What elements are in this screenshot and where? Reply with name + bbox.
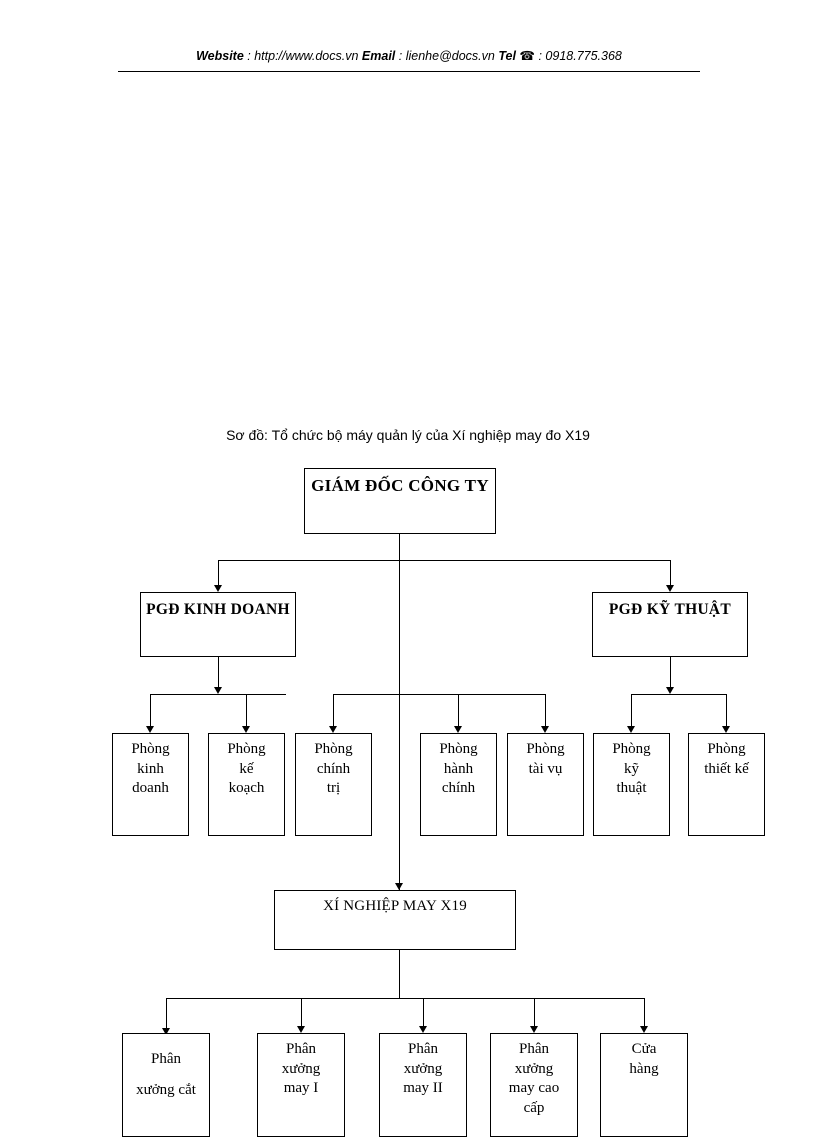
node-workshop-may-2-label: Phân xưởng may II: [403, 1041, 443, 1096]
node-store-label: Cửa hàng: [629, 1041, 659, 1077]
drop-line-workshop-4: [534, 998, 535, 1026]
drop-line-deputy-right: [670, 560, 671, 585]
drop-arrow-workshop-3: [418, 1026, 427, 1033]
node-deputy-business-label: PGĐ KINH DOANH: [146, 601, 290, 618]
node-deputy-technical-label: PGĐ KỸ THUẬT: [608, 601, 732, 618]
node-dept-hanh-chinh[interactable]: Phòng hành chính: [420, 733, 497, 836]
drop-line-dept-7: [726, 694, 727, 726]
node-director-label: GIÁM ĐỐC CÔNG TY: [311, 476, 489, 495]
website-separator: :: [243, 49, 255, 63]
drop-arrow-dept-4: [453, 726, 462, 733]
bus-line-center-depts: [333, 694, 545, 695]
drop-arrow-deputy-right: [665, 585, 674, 592]
node-factory-label: XÍ NGHIỆP MAY X19: [323, 898, 467, 914]
node-dept-chinh-tri-label: Phòng chính trị: [314, 741, 353, 796]
node-workshop-may-1[interactable]: Phân xưởng may I: [257, 1033, 345, 1137]
drop-line-workshop-2: [301, 998, 302, 1026]
drop-line-workshop-3: [423, 998, 424, 1026]
tel-label: Tel: [498, 49, 516, 63]
header-divider: [118, 71, 700, 72]
node-dept-chinh-tri[interactable]: Phòng chính trị: [295, 733, 372, 836]
node-dept-hanh-chinh-label: Phòng hành chính: [439, 741, 478, 796]
drop-line-dept-4: [458, 694, 459, 726]
node-dept-thiet-ke-label: Phòng thiết kế: [704, 741, 749, 777]
email-separator: :: [395, 49, 406, 63]
bus-line-deputies: [218, 560, 670, 561]
node-workshop-may-cao-cap[interactable]: Phân xưởng may cao cấp: [490, 1033, 578, 1137]
drop-arrow-workshop-1: [161, 1028, 170, 1035]
drop-arrow-deputy-left: [213, 585, 222, 592]
stem-arrow-deputy-left: [213, 687, 222, 694]
trunk-arrow-factory: [394, 883, 403, 890]
node-dept-thiet-ke[interactable]: Phòng thiết kế: [688, 733, 765, 836]
node-workshop-cat-label: Phân xưởng cắt: [136, 1051, 196, 1098]
node-workshop-may-1-label: Phân xưởng may I: [281, 1041, 321, 1096]
drop-line-dept-5: [545, 694, 546, 726]
node-director[interactable]: GIÁM ĐỐC CÔNG TY: [304, 468, 496, 534]
drop-arrow-workshop-2: [296, 1026, 305, 1033]
drop-line-dept-6: [631, 694, 632, 726]
node-workshop-may-2[interactable]: Phân xưởng may II: [379, 1033, 467, 1137]
website-label: Website: [196, 49, 244, 63]
website-url: http://www.docs.vn: [254, 49, 359, 63]
stem-arrow-deputy-right: [665, 687, 674, 694]
drop-arrow-dept-3: [328, 726, 337, 733]
node-workshop-may-cao-cap-label: Phân xưởng may cao cấp: [508, 1041, 560, 1116]
node-workshop-cat[interactable]: Phân xưởng cắt: [122, 1033, 210, 1137]
trunk-line-director-to-factory: [399, 534, 400, 890]
bus-line-workshops: [166, 998, 644, 999]
drop-arrow-dept-1: [145, 726, 154, 733]
email-label: Email: [361, 49, 396, 63]
drop-arrow-dept-7: [721, 726, 730, 733]
drop-arrow-workshop-5: [639, 1026, 648, 1033]
stem-line-deputy-right: [670, 657, 671, 687]
tel-separator: :: [535, 49, 546, 63]
node-factory[interactable]: XÍ NGHIỆP MAY X19: [274, 890, 516, 950]
node-deputy-business[interactable]: PGĐ KINH DOANH: [140, 592, 296, 657]
node-dept-ky-thuat[interactable]: Phòng kỹ thuật: [593, 733, 670, 836]
drop-line-dept-3: [333, 694, 334, 726]
page-header: Website : http://www.docs.vn Email : lie…: [118, 48, 700, 63]
drop-line-workshop-1: [166, 998, 167, 1028]
stem-line-deputy-left: [218, 657, 219, 687]
telephone-icon: ☎: [519, 49, 535, 63]
drop-arrow-workshop-4: [529, 1026, 538, 1033]
node-dept-ky-thuat-label: Phòng kỹ thuật: [612, 741, 651, 796]
drop-arrow-dept-5: [540, 726, 549, 733]
node-deputy-technical[interactable]: PGĐ KỸ THUẬT: [592, 592, 748, 657]
node-dept-tai-vu-label: Phòng tài vụ: [526, 741, 565, 777]
drop-arrow-dept-6: [626, 726, 635, 733]
email-value: lienhe@docs.vn: [405, 49, 495, 63]
node-store[interactable]: Cửa hàng: [600, 1033, 688, 1137]
node-dept-kinh-doanh[interactable]: Phòng kinh doanh: [112, 733, 189, 836]
stem-line-factory: [399, 950, 400, 998]
drop-line-dept-1: [150, 694, 151, 726]
node-dept-ke-hoach-label: Phòng kế koạch: [227, 741, 266, 796]
bus-line-right-depts: [631, 694, 726, 695]
drop-line-deputy-left: [218, 560, 219, 585]
drop-arrow-dept-2: [241, 726, 250, 733]
bus-line-left-depts: [150, 694, 286, 695]
node-dept-kinh-doanh-label: Phòng kinh doanh: [131, 741, 170, 796]
drop-line-workshop-5: [644, 998, 645, 1026]
tel-value: 0918.775.368: [545, 49, 622, 63]
node-dept-tai-vu[interactable]: Phòng tài vụ: [507, 733, 584, 836]
node-dept-ke-hoach[interactable]: Phòng kế koạch: [208, 733, 285, 836]
drop-line-dept-2: [246, 694, 247, 726]
diagram-title: Sơ đồ: Tổ chức bộ máy quản lý của Xí ngh…: [226, 427, 590, 443]
